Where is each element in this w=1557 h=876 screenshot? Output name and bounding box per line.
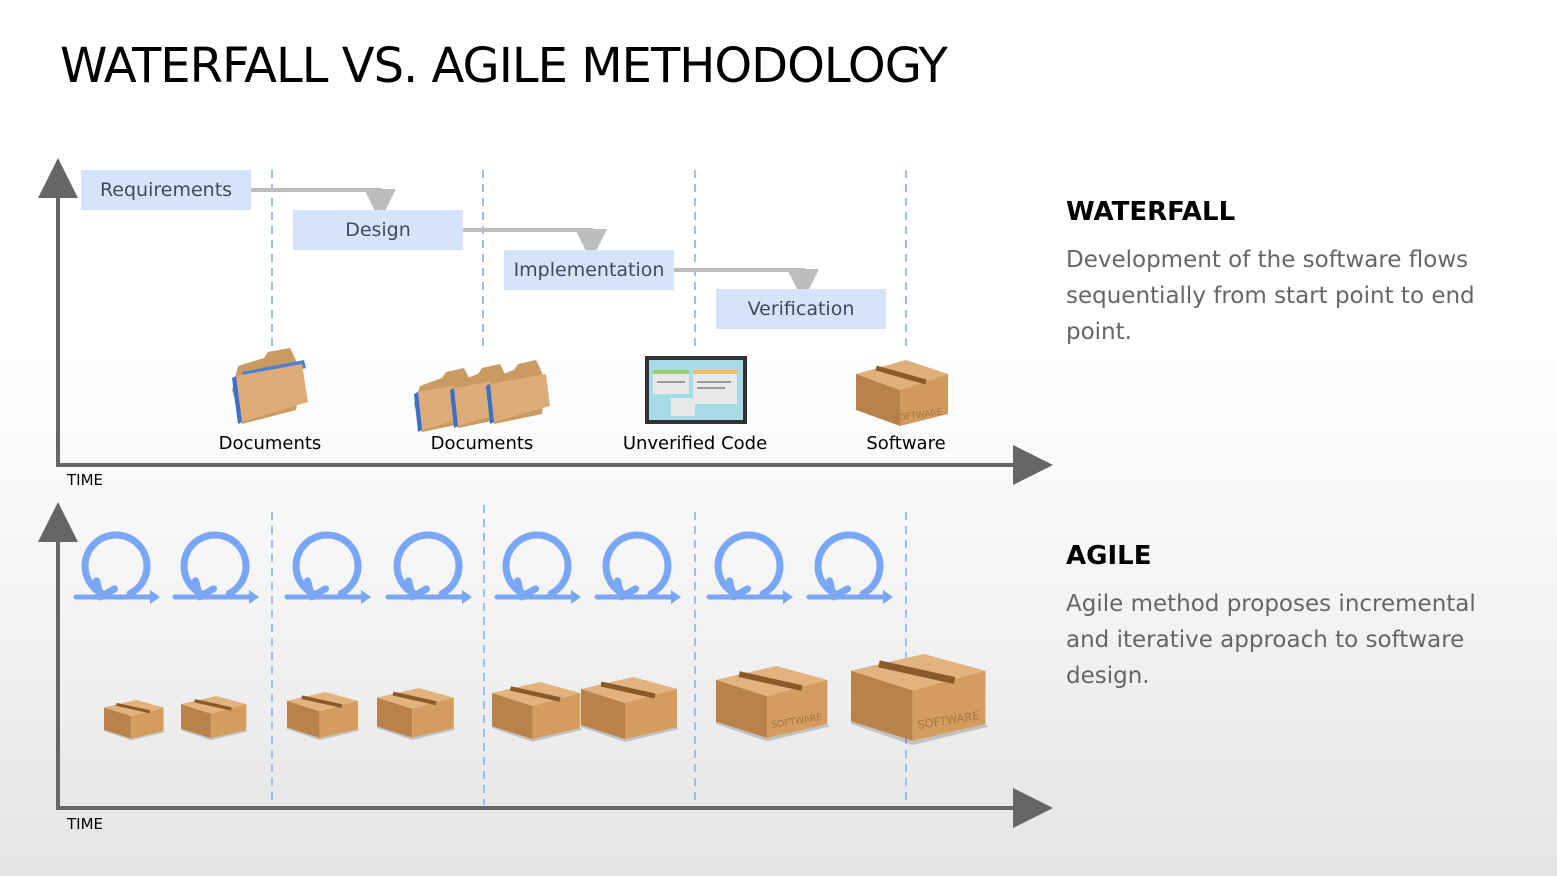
increment-box-icon: SOFTWARE — [716, 666, 830, 742]
increment-box-icon — [181, 696, 248, 741]
iteration-loops — [73, 531, 893, 604]
output-label-unverified-code: Unverified Code — [622, 433, 768, 454]
increment-box-icon — [377, 688, 456, 740]
increment-box-icon: SOFTWARE — [851, 654, 989, 745]
iteration-loop-icon — [172, 531, 259, 604]
agile-heading: AGILE — [1066, 541, 1152, 571]
phase-design: Design — [293, 210, 463, 250]
increment-box-icon — [104, 700, 165, 741]
iteration-loop-icon — [706, 531, 793, 604]
phase-verification: Verification — [716, 289, 886, 329]
output-label-documents-1: Documents — [218, 433, 322, 454]
connector-design-implementation — [463, 228, 607, 261]
agile-dividers — [271, 505, 907, 808]
waterfall-connectors — [251, 188, 819, 301]
iteration-loop-icon — [494, 531, 581, 604]
agile-time-label: TIME — [67, 815, 104, 833]
code-window-icon — [645, 356, 747, 424]
phase-requirements: Requirements — [81, 170, 251, 210]
waterfall-axes — [38, 158, 1053, 485]
waterfall-dividers — [271, 170, 907, 350]
page-title: WATERFALL VS. AGILE METHODOLOGY — [60, 38, 948, 94]
connector-requirements-design — [251, 188, 396, 221]
iteration-loop-icon — [806, 531, 893, 604]
connector-implementation-verification — [674, 268, 819, 301]
waterfall-description: Development of the software flows sequen… — [1066, 247, 1475, 345]
iteration-loop-icon — [385, 531, 472, 604]
waterfall-time-label: TIME — [67, 471, 104, 489]
agile-description: Agile method proposes incremental and it… — [1066, 591, 1476, 689]
output-label-software: Software — [866, 433, 946, 454]
iteration-loop-icon — [284, 531, 371, 604]
software-box-icon: SOFTWARE — [856, 360, 948, 426]
increment-box-icon — [287, 692, 360, 741]
folder-icon — [232, 348, 308, 424]
increment-boxes: SOFTWARE SOFTWARE — [104, 654, 989, 745]
increment-box-icon — [492, 682, 583, 742]
waterfall-heading: WATERFALL — [1066, 197, 1236, 227]
iteration-loop-icon — [73, 531, 160, 604]
folders-icon — [414, 360, 550, 432]
iteration-loop-icon — [594, 531, 681, 604]
agile-axes — [38, 502, 1053, 828]
phase-implementation: Implementation — [504, 250, 674, 290]
output-label-documents-2: Documents — [430, 433, 534, 454]
increment-box-icon — [581, 677, 679, 742]
